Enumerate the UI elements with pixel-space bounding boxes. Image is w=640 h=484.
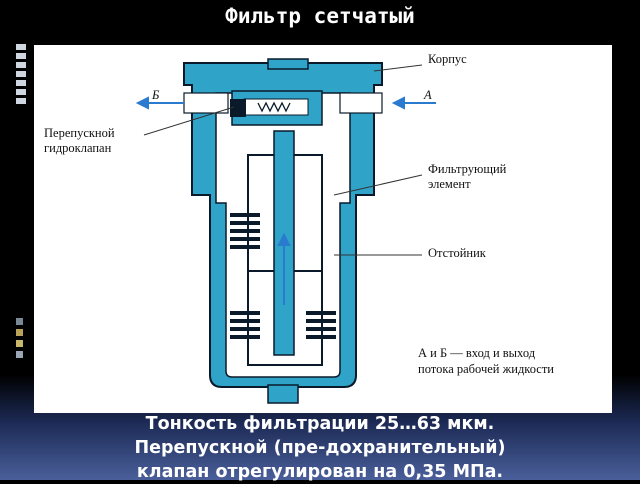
mesh-lower-right — [306, 311, 336, 339]
mesh-lower-left — [230, 311, 260, 339]
caption-line1: Тонкость фильтрации 25…63 мкм. — [145, 414, 495, 434]
label-a: А — [424, 88, 432, 102]
label-sump: Отстойник — [428, 246, 486, 260]
top-cap — [267, 58, 309, 70]
caption-line2: Перепускной (пре-дохранительный) — [134, 438, 506, 458]
slide-title: Фильтр сетчатый — [225, 4, 415, 28]
label-b: Б — [152, 88, 160, 102]
label-bypass-line1: Перепускной — [44, 126, 115, 140]
label-filter-line2: элемент — [428, 177, 471, 191]
bypass-valve — [230, 90, 323, 126]
caption: Тонкость фильтрации 25…63 мкм. Перепускн… — [0, 412, 640, 484]
drain-plug — [267, 384, 299, 404]
filter-diagram — [135, 58, 436, 404]
diagram-panel: Корпус Б А Перепускной гидроклапан Фильт… — [34, 45, 612, 413]
caption-line3: клапан отрегулирован на 0,35 МПа. — [136, 462, 504, 482]
inlet-channel — [339, 92, 383, 114]
outlet-channel — [183, 92, 229, 114]
label-filter-line1: Фильтрующий — [428, 162, 507, 176]
flow-arrows — [135, 96, 436, 305]
legend-line2: потока рабочей жидкости — [418, 362, 554, 376]
mesh-upper-left — [230, 213, 260, 249]
decorative-bars — [16, 318, 23, 362]
leader-lines — [143, 64, 423, 256]
decorative-stack — [16, 44, 26, 107]
legend-line1: А и Б — вход и выход — [418, 346, 536, 360]
label-bypass-line2: гидроклапан — [44, 141, 112, 155]
label-korpus: Корпус — [428, 52, 467, 66]
